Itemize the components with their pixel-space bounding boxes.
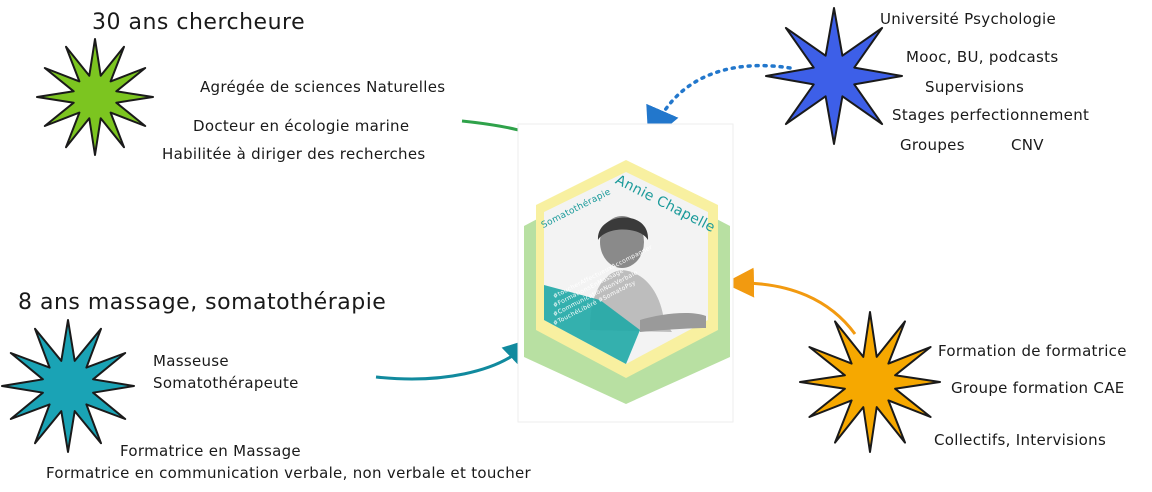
right-bottom-item-1: Formation de formatrice — [938, 342, 1127, 360]
right-top-item-4: Stages perfectionnement — [892, 106, 1090, 124]
left-top-item-3: Habilitée à diriger des recherches — [162, 145, 426, 163]
left-bottom-item-3: Formatrice en Massage — [120, 442, 301, 460]
right-top-item-3: Supervisions — [925, 78, 1025, 96]
star-teal-icon — [1, 319, 135, 453]
right-bottom-item-2: Groupe formation CAE — [951, 379, 1125, 397]
right-top-item-5: Groupes — [900, 136, 965, 154]
portrait-hair — [597, 217, 649, 240]
star-green-icon — [36, 38, 154, 156]
left-bottom-item-1: Masseuse — [153, 352, 229, 370]
arrow-teal — [375, 337, 534, 381]
left-bottom-heading: 8 ans massage, somatothérapie — [18, 290, 387, 315]
hashtag-band — [544, 285, 640, 364]
right-bottom-item-3: Collectifs, Intervisions — [934, 431, 1107, 449]
arrow-orange — [724, 267, 857, 335]
star-orange-icon — [799, 311, 941, 453]
profile-card — [517, 123, 734, 423]
left-bottom-item-2: Somatothérapeute — [153, 374, 299, 392]
portrait-arms — [640, 313, 706, 332]
right-top-item-6: CNV — [1011, 136, 1044, 154]
left-top-item-1: Agrégée de sciences Naturelles — [200, 78, 446, 96]
arrow-blue-dotted — [646, 63, 792, 143]
star-blue-icon — [765, 7, 903, 145]
right-top-item-2: Mooc, BU, podcasts — [906, 48, 1059, 66]
left-top-item-2: Docteur en écologie marine — [193, 117, 410, 135]
left-top-heading: 30 ans chercheure — [92, 10, 306, 35]
left-bottom-item-4: Formatrice en communication verbale, non… — [46, 464, 532, 482]
right-top-item-1: Université Psychologie — [880, 10, 1057, 28]
